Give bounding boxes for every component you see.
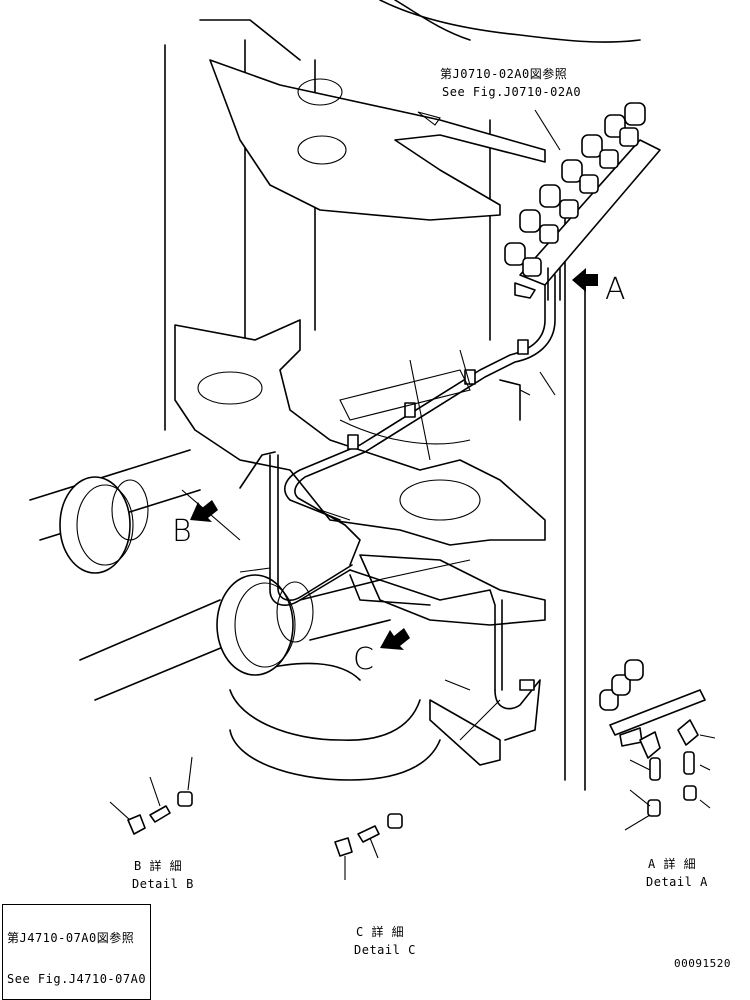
bottom-reference-en: See Fig.J4710-07A0 [7, 972, 147, 986]
top-reference-jp: 第J0710-02A0図参照 [440, 67, 568, 81]
top-reference-en: See Fig.J0710-02A0 [442, 85, 582, 99]
detail-b-title-jp: B 詳 細 [134, 859, 183, 873]
technical-drawing [29, 0, 716, 880]
detail-c-title-en: Detail C [354, 943, 416, 957]
view-arrow-icon [190, 268, 598, 650]
detail-a-parts [599, 659, 716, 831]
detail-b-title-en: Detail B [132, 877, 194, 891]
drawing-number: 00091520 [674, 957, 731, 970]
leader-lines [181, 109, 561, 741]
bottom-reference-jp: 第J4710-07A0図参照 [7, 931, 135, 945]
bottom-reference-box: 第J4710-07A0図参照 See Fig.J4710-07A0 [2, 904, 152, 1000]
axle-cylinders [29, 449, 391, 701]
grease-nipples [504, 102, 646, 277]
detail-c-parts [334, 813, 403, 880]
bottom-bracket [229, 554, 546, 781]
lower-bracket [174, 319, 546, 546]
view-marker-a: A [605, 272, 626, 307]
top-bracket [209, 59, 546, 221]
detail-b-parts [109, 756, 193, 835]
grease-manifold [504, 102, 661, 301]
view-marker-c: C [353, 642, 374, 677]
view-marker-b: B [172, 514, 192, 549]
detail-a-title-en: Detail A [646, 875, 708, 889]
detail-a-title-jp: A 詳 細 [648, 857, 697, 871]
detail-c-title-jp: C 詳 細 [356, 925, 405, 939]
